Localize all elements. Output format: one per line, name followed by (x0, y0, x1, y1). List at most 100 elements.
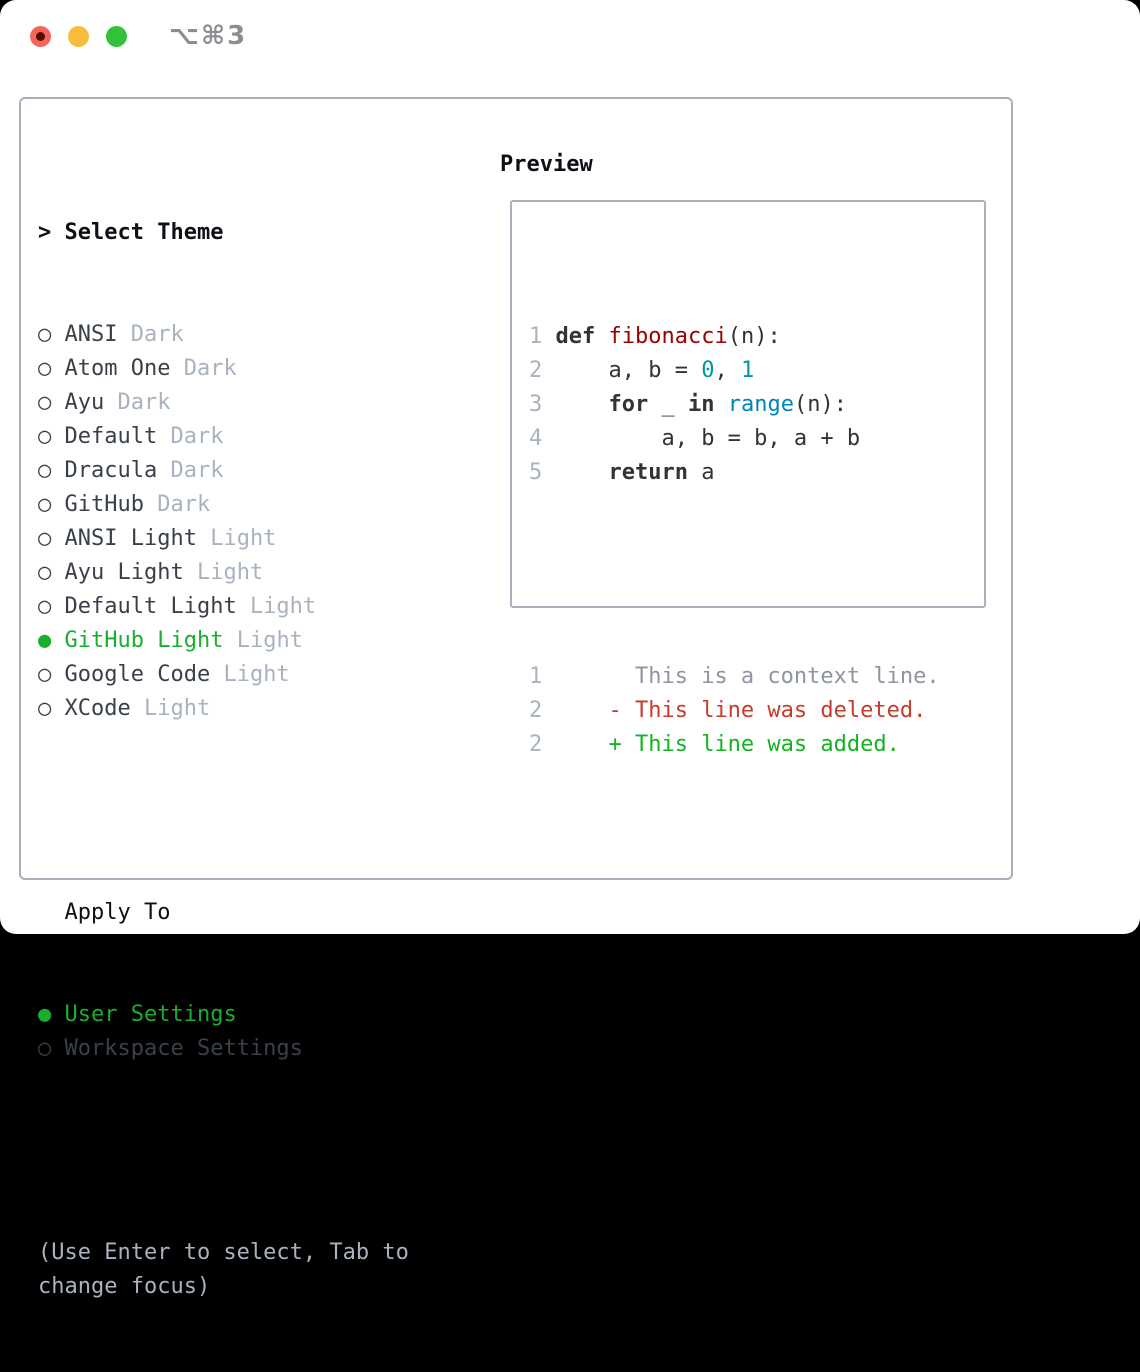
code-token: 1 (740, 358, 755, 383)
radio-icon: ● (38, 1002, 52, 1027)
theme-list: ○ ANSI Dark○ Atom One Dark○ Ayu Dark○ De… (38, 318, 478, 726)
code-token: a (687, 460, 715, 485)
code-token: in (687, 392, 715, 417)
code-token: (n): (793, 392, 847, 417)
radio-icon: ○ (38, 458, 52, 483)
code-token: 0 (701, 358, 715, 383)
apply-to-option-label: Workspace Settings (64, 1036, 303, 1061)
theme-item-label: Ayu (64, 390, 105, 415)
code-token: range (727, 392, 794, 417)
prompt-icon: > (38, 220, 52, 245)
line-number: 5 (529, 460, 543, 485)
code-line: 4 a, b = b, a + b (529, 422, 984, 456)
radio-icon: ○ (38, 390, 52, 415)
preview-title: Preview (500, 152, 593, 177)
theme-item-label: ANSI Light (64, 526, 197, 551)
select-theme-title: Select Theme (64, 220, 224, 245)
theme-item[interactable]: ● GitHub Light Light (38, 624, 478, 658)
theme-variant-badge: Light (196, 560, 264, 585)
line-number: 2 (529, 698, 543, 723)
code-token: def (555, 324, 596, 349)
spacer (38, 794, 478, 828)
diff-line-text: + This line was added. (555, 732, 900, 757)
theme-variant-badge: Dark (170, 458, 224, 483)
theme-item-label: ANSI (64, 322, 118, 347)
code-token (714, 392, 727, 417)
theme-item[interactable]: ○ Default Dark (38, 420, 478, 454)
diff-line: 2 - This line was deleted. (529, 694, 984, 728)
apply-to-option[interactable]: ○ Workspace Settings (38, 1032, 478, 1066)
diff-line-text: - This line was deleted. (555, 698, 927, 723)
theme-variant-badge: Light (143, 696, 211, 721)
line-number: 2 (529, 358, 543, 383)
theme-variant-badge: Light (236, 628, 303, 653)
theme-variant-badge: Dark (170, 424, 224, 449)
theme-item[interactable]: ○ ANSI Dark (38, 318, 478, 352)
close-button[interactable] (30, 26, 51, 47)
window-shortcut-label: ⌥⌘3 (169, 21, 248, 51)
theme-item[interactable]: ○ Default Light Light (38, 590, 478, 624)
code-token: (n): (727, 324, 781, 349)
select-theme-header: > Select Theme (38, 216, 478, 250)
code-token: , (714, 358, 741, 383)
apply-to-option-label: User Settings (64, 1002, 237, 1027)
code-token: _ (648, 392, 688, 417)
diff-line-text: This is a context line. (555, 664, 940, 689)
code-line: 1 def fibonacci(n): (529, 320, 984, 354)
radio-icon: ○ (38, 492, 52, 517)
radio-icon: ○ (38, 1036, 52, 1061)
apply-to-option[interactable]: ● User Settings (38, 998, 478, 1032)
theme-item[interactable]: ○ XCode Light (38, 692, 478, 726)
theme-item[interactable]: ○ GitHub Dark (38, 488, 478, 522)
radio-icon: ○ (38, 526, 52, 551)
theme-variant-badge: Light (223, 662, 290, 687)
theme-picker: > Select Theme ○ ANSI Dark○ Atom One Dar… (38, 148, 478, 1372)
radio-icon: ○ (38, 696, 52, 721)
theme-item-label: Ayu Light (64, 560, 184, 585)
diff-line: 2 + This line was added. (529, 728, 984, 762)
theme-item[interactable]: ○ Google Code Light (38, 658, 478, 692)
line-number: 2 (529, 732, 543, 757)
line-number: 3 (529, 392, 543, 417)
code-token (595, 324, 608, 349)
code-token: a, b = b, a + b (555, 426, 861, 451)
theme-item[interactable]: ○ ANSI Light Light (38, 522, 478, 556)
theme-item[interactable]: ○ Atom One Dark (38, 352, 478, 386)
app-window: ⌥⌘3 > Select Theme ○ ANSI Dark○ Atom One… (0, 0, 1140, 1299)
code-line: 5 return a (529, 456, 984, 490)
theme-item-label: Atom One (64, 356, 171, 381)
theme-item-label: Default (64, 424, 158, 449)
theme-variant-badge: Dark (157, 492, 211, 517)
apply-to-list: ● User Settings○ Workspace Settings (38, 998, 478, 1066)
code-token: fibonacci (608, 324, 728, 349)
code-token (556, 460, 609, 485)
code-token: for (608, 392, 649, 417)
diff-line: 1 This is a context line. (529, 660, 984, 694)
theme-variant-badge: Light (249, 594, 317, 619)
theme-item-label: GitHub Light (64, 628, 224, 653)
diff-sample: 1 This is a context line.2 - This line w… (529, 660, 984, 762)
apply-to-header: Apply To (38, 896, 478, 930)
theme-variant-badge: Light (210, 526, 277, 551)
minimize-button[interactable] (68, 26, 89, 47)
code-token: a, b = (555, 358, 702, 383)
radio-icon: ○ (38, 322, 52, 347)
zoom-button[interactable] (106, 26, 127, 47)
radio-icon: ○ (38, 424, 52, 449)
radio-icon: ○ (38, 662, 52, 687)
theme-item-label: Dracula (64, 458, 158, 483)
theme-item[interactable]: ○ Ayu Dark (38, 386, 478, 420)
theme-item[interactable]: ○ Dracula Dark (38, 454, 478, 488)
theme-item-label: Default Light (64, 594, 237, 619)
close-button-dot-icon (36, 32, 45, 41)
theme-item-label: XCode (64, 696, 131, 721)
code-token (556, 392, 609, 417)
line-number: 1 (529, 324, 543, 349)
theme-item-label: GitHub (64, 492, 144, 517)
code-line: 2 a, b = 0, 1 (529, 354, 984, 388)
spacer (38, 1134, 478, 1168)
theme-item[interactable]: ○ Ayu Light Light (38, 556, 478, 590)
line-number: 4 (529, 426, 543, 451)
